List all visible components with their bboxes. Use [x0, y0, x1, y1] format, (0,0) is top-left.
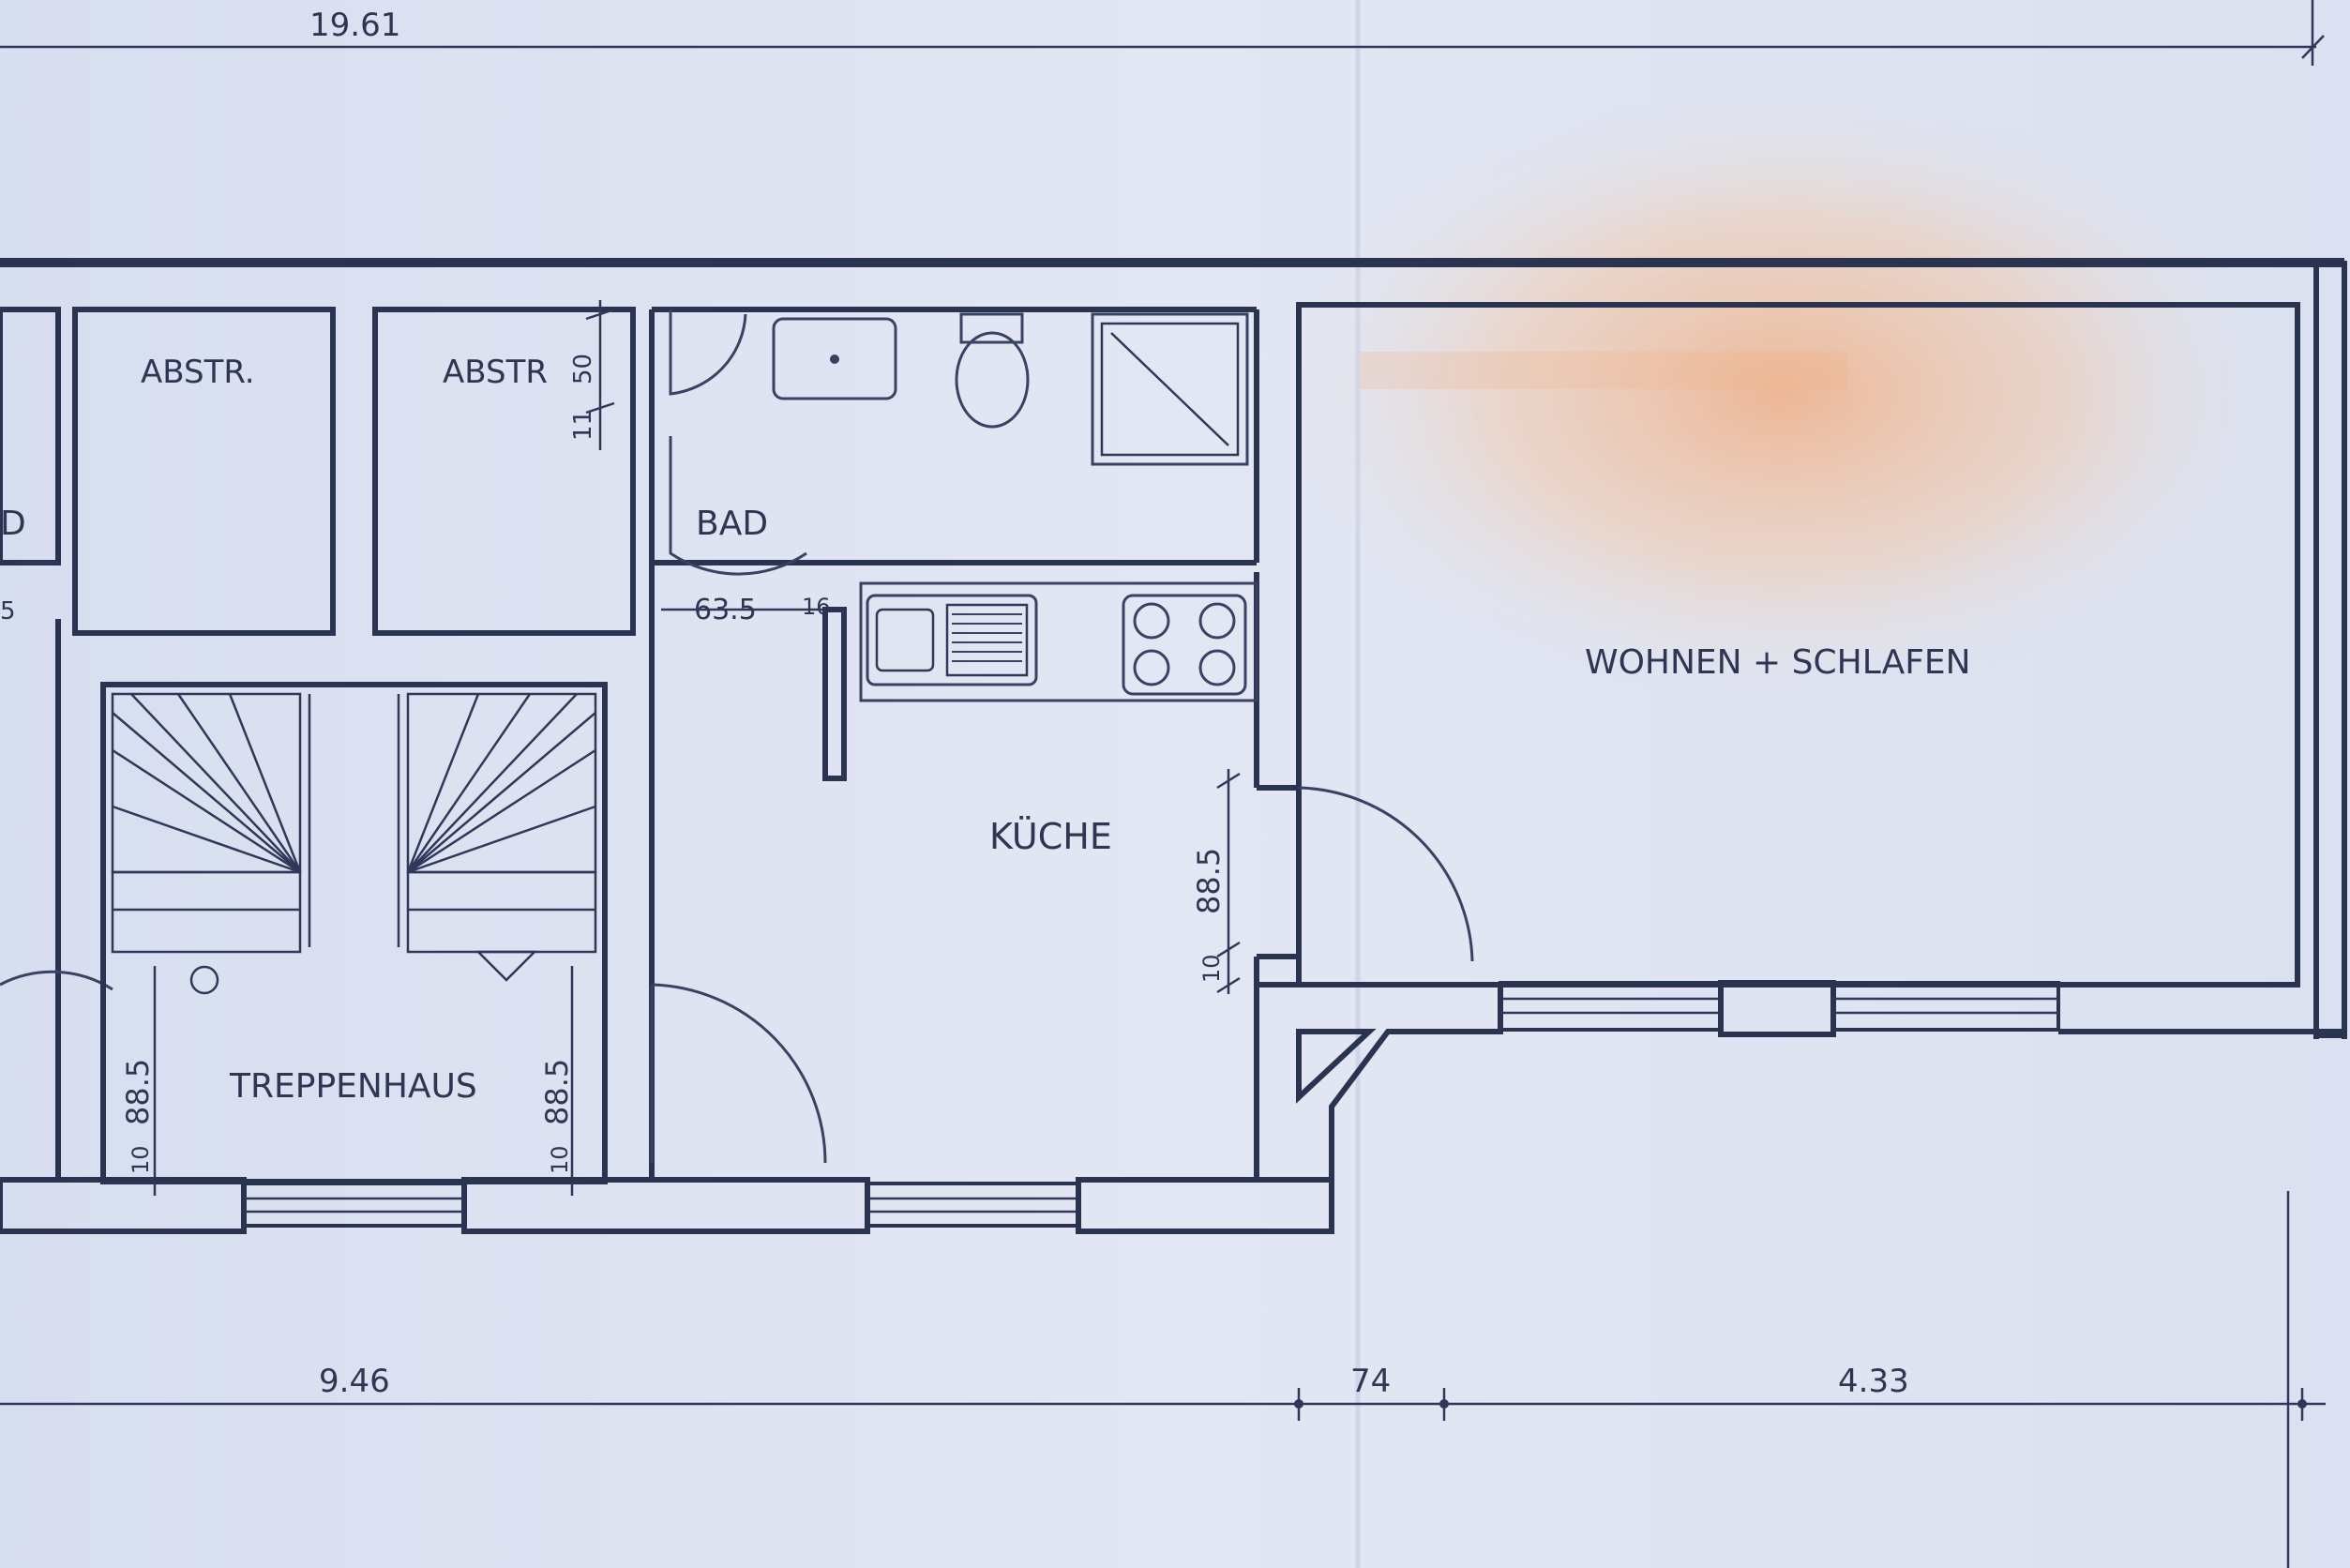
- bad-label: BAD: [696, 505, 768, 543]
- dim-door-stair-left: 88.5: [120, 1059, 156, 1125]
- dim-abstr-height: 50: [569, 354, 597, 384]
- dim-door-stair-right: 88.5: [539, 1059, 575, 1125]
- left-partial-room: D 5: [0, 307, 113, 1182]
- dim-door-stair-right-offset: 10: [547, 1145, 573, 1174]
- toilet-bowl-icon: [955, 331, 1030, 429]
- dim-overall-width: 19.61: [309, 7, 400, 44]
- dim-door-kueche: 88.5: [1191, 848, 1227, 914]
- living-bottom-wall: [1257, 980, 2344, 1182]
- bottom-wall: [0, 1177, 1334, 1234]
- stairwell: TREPPENHAUS 88.5 10 88.5 10: [100, 682, 827, 1196]
- abstr-room-2: ABSTR 50 11: [372, 300, 636, 636]
- dim-abstr-offset: 11: [569, 410, 597, 441]
- toilet-tank-icon: [959, 312, 1024, 344]
- dim-partial-left: 5: [0, 597, 16, 626]
- kitchen-counter: [859, 581, 1258, 702]
- dim-door-stair-left-offset: 10: [128, 1145, 154, 1174]
- dim-right-section: 4.33: [1838, 1363, 1909, 1400]
- bath-sink-icon: [772, 317, 897, 400]
- stove-icon: [1122, 594, 1247, 696]
- dim-door-kueche-offset: 10: [1198, 954, 1225, 983]
- abstr1-label: ABSTR.: [141, 354, 255, 391]
- stain-band: [1360, 352, 1847, 389]
- stairs-icon: [111, 692, 597, 995]
- dim-middle-section: 74: [1350, 1363, 1391, 1400]
- bottom-dimension: 9.46 74 4.33: [0, 1191, 2326, 1568]
- kueche-label: KÜCHE: [989, 816, 1112, 857]
- treppenhaus-label: TREPPENHAUS: [229, 1067, 477, 1106]
- abstr2-label: ABSTR: [443, 354, 548, 391]
- outer-walls: [0, 258, 2347, 1039]
- kitchen-sink-icon: [866, 594, 1038, 686]
- shower-icon: [1091, 312, 1249, 466]
- kitchen: KÜCHE 88.5 10: [822, 581, 1259, 1182]
- partial-room-label: D: [0, 505, 26, 543]
- dim-left-section: 9.46: [319, 1363, 390, 1400]
- wohnen-label: WOHNEN + SCHLAFEN: [1585, 643, 1971, 682]
- top-dimension: 19.61: [0, 0, 2325, 66]
- abstr-room-1: ABSTR.: [72, 307, 336, 636]
- stain: [1257, 75, 2307, 713]
